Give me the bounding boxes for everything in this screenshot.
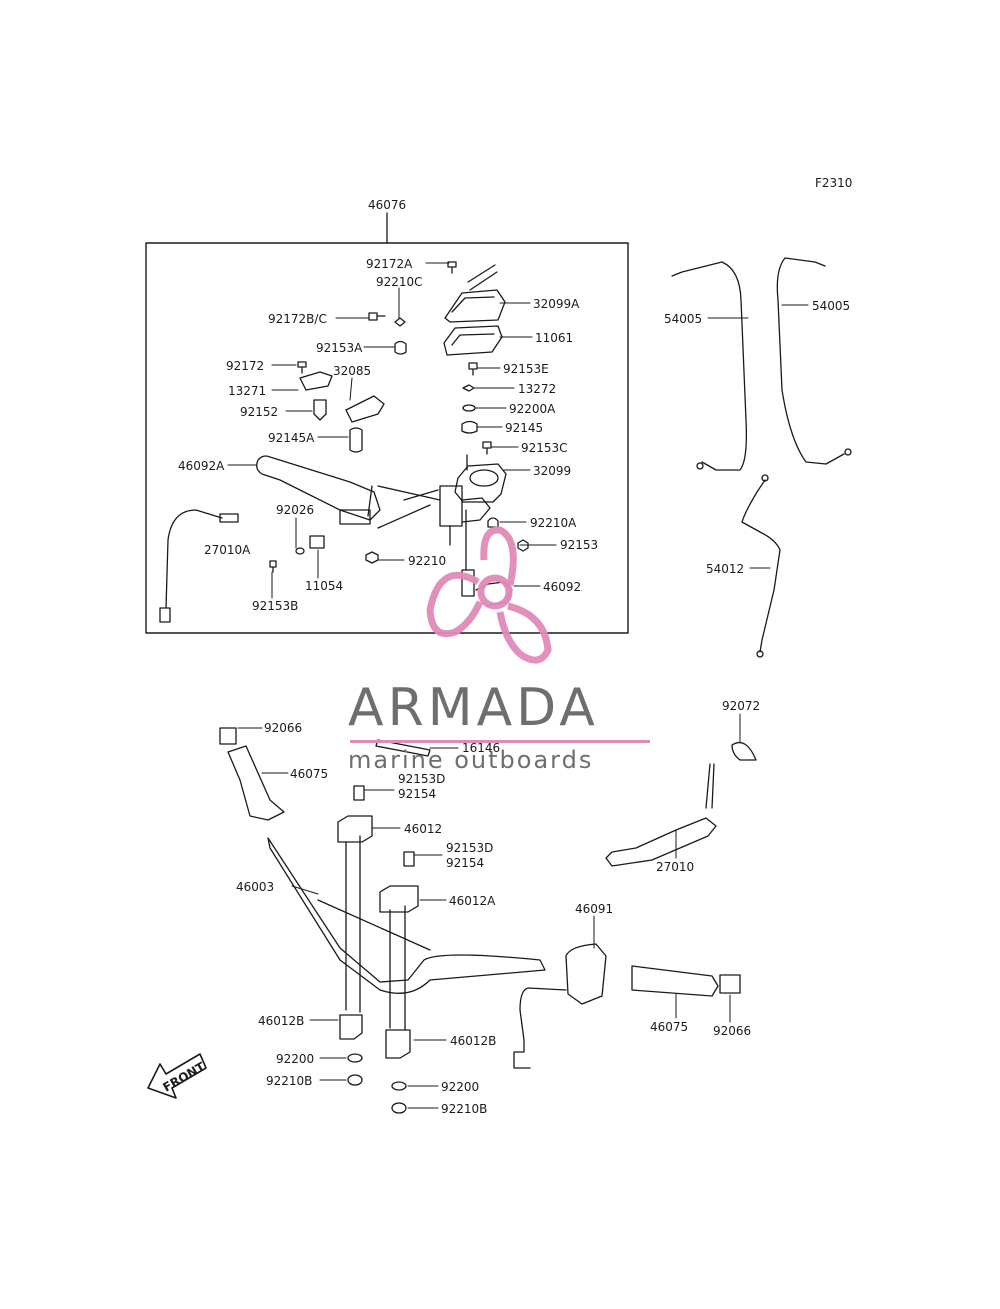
- grips-and-ends: [219, 727, 741, 997]
- part-label[interactable]: 32085: [333, 364, 372, 378]
- reservoir-cap-group: [443, 264, 506, 356]
- part-label[interactable]: 11054: [305, 579, 344, 593]
- part-label[interactable]: 92154: [446, 856, 485, 870]
- front-label: FRONT: [161, 1059, 208, 1094]
- part-label[interactable]: 92026: [276, 503, 315, 517]
- part-label[interactable]: 16146: [462, 741, 501, 755]
- part-label[interactable]: 32099: [533, 464, 572, 478]
- throttle-27010: [605, 741, 757, 867]
- part-label[interactable]: 13271: [228, 384, 267, 398]
- part-label[interactable]: 92210C: [376, 275, 423, 289]
- part-label[interactable]: 92200: [276, 1052, 315, 1066]
- part-label[interactable]: 92153D: [398, 772, 446, 786]
- part-label[interactable]: 46003: [236, 880, 275, 894]
- watermark-tagline: marine outboards: [348, 746, 594, 774]
- part-label[interactable]: 92210B: [441, 1102, 488, 1116]
- part-label[interactable]: 13272: [518, 382, 557, 396]
- brake-light-switch-cable: [159, 509, 239, 623]
- part-label[interactable]: 92172A: [366, 257, 413, 271]
- part-label[interactable]: 92153: [560, 538, 599, 552]
- assembly-number: 46076: [368, 198, 407, 212]
- part-label[interactable]: 46012A: [449, 894, 496, 908]
- part-label[interactable]: 92200A: [509, 402, 556, 416]
- part-label[interactable]: 46092: [543, 580, 582, 594]
- clamps: [337, 785, 419, 1114]
- part-label[interactable]: 92153B: [252, 599, 299, 613]
- part-label[interactable]: 92072: [722, 699, 761, 713]
- part-label[interactable]: 27010: [656, 860, 695, 874]
- leader-lines: [227, 262, 809, 1109]
- part-label[interactable]: 46075: [290, 767, 329, 781]
- part-label[interactable]: 54005: [812, 299, 851, 313]
- part-label[interactable]: 46012: [404, 822, 443, 836]
- part-label[interactable]: 92210A: [530, 516, 577, 530]
- small-screws-group: [269, 261, 529, 573]
- part-label[interactable]: 92153C: [521, 441, 568, 455]
- watermark-divider: [350, 740, 650, 743]
- part-label[interactable]: 54005: [664, 312, 703, 326]
- part-label[interactable]: 54012: [706, 562, 745, 576]
- part-label[interactable]: 92153E: [503, 362, 549, 376]
- part-label[interactable]: 92200: [441, 1080, 480, 1094]
- part-label[interactable]: 92153A: [316, 341, 363, 355]
- brake-body: [439, 454, 507, 597]
- part-label[interactable]: 92172: [226, 359, 265, 373]
- watermark-brand: ARMADA: [348, 678, 599, 738]
- part-label[interactable]: 92154: [398, 787, 437, 801]
- part-label[interactable]: 11061: [535, 331, 574, 345]
- cable-54005-left: [671, 261, 748, 471]
- part-label[interactable]: 46075: [650, 1020, 689, 1034]
- diagram-code: F2310: [815, 176, 853, 190]
- part-label[interactable]: 92145A: [268, 431, 315, 445]
- part-label[interactable]: 92066: [264, 721, 303, 735]
- cable-54005-right: [776, 257, 852, 465]
- switch-housing-46091: [513, 943, 607, 1069]
- part-label[interactable]: 46092A: [178, 459, 225, 473]
- cable-54012: [741, 474, 781, 658]
- part-label[interactable]: 46012B: [450, 1034, 497, 1048]
- part-label[interactable]: 92066: [713, 1024, 752, 1038]
- part-label[interactable]: 92172B/C: [268, 312, 327, 326]
- part-label[interactable]: 92210B: [266, 1074, 313, 1088]
- part-label[interactable]: 27010A: [204, 543, 251, 557]
- part-label[interactable]: 92145: [505, 421, 544, 435]
- part-label[interactable]: 92153D: [446, 841, 494, 855]
- part-label[interactable]: 46012B: [258, 1014, 305, 1028]
- part-label[interactable]: 46091: [575, 902, 614, 916]
- front-arrow: [147, 1053, 207, 1099]
- propeller-logo: [426, 526, 552, 664]
- handlebar-46003: [267, 837, 546, 994]
- part-label[interactable]: 92152: [240, 405, 279, 419]
- part-label[interactable]: 92210: [408, 554, 447, 568]
- lever-and-bracket: [256, 371, 513, 607]
- part-label[interactable]: 32099A: [533, 297, 580, 311]
